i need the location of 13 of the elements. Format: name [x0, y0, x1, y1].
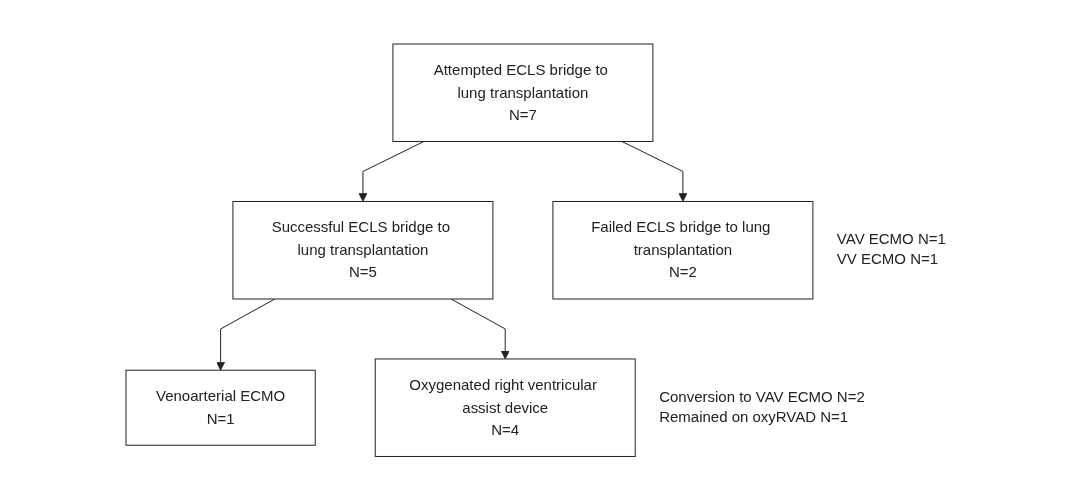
- annotation-text: Conversion to VAV ECMO N=2: [658, 387, 865, 405]
- annotation-text: Remained on oxyRVAD N=1: [658, 407, 848, 425]
- node-box: Successful ECLS bridge to lung transplantation N=5: [232, 200, 493, 300]
- node-box: Failed ECLS bridge to lung transplantation N=2: [551, 200, 813, 300]
- arrow: [621, 140, 687, 202]
- arrow: [215, 298, 275, 371]
- arrow: [450, 298, 510, 360]
- node-box: Venoarterial ECMO N=1: [125, 369, 316, 446]
- node-box: Oxygenated right ventricular assist device N=4: [374, 358, 636, 457]
- node-box: Attempted ECLS bridge to lung transplantation N=7: [392, 43, 653, 142]
- annotation-text: VAV ECMO N=1: [836, 229, 946, 247]
- arrow: [358, 140, 424, 202]
- annotation-text: VV ECMO N=1: [836, 249, 938, 267]
